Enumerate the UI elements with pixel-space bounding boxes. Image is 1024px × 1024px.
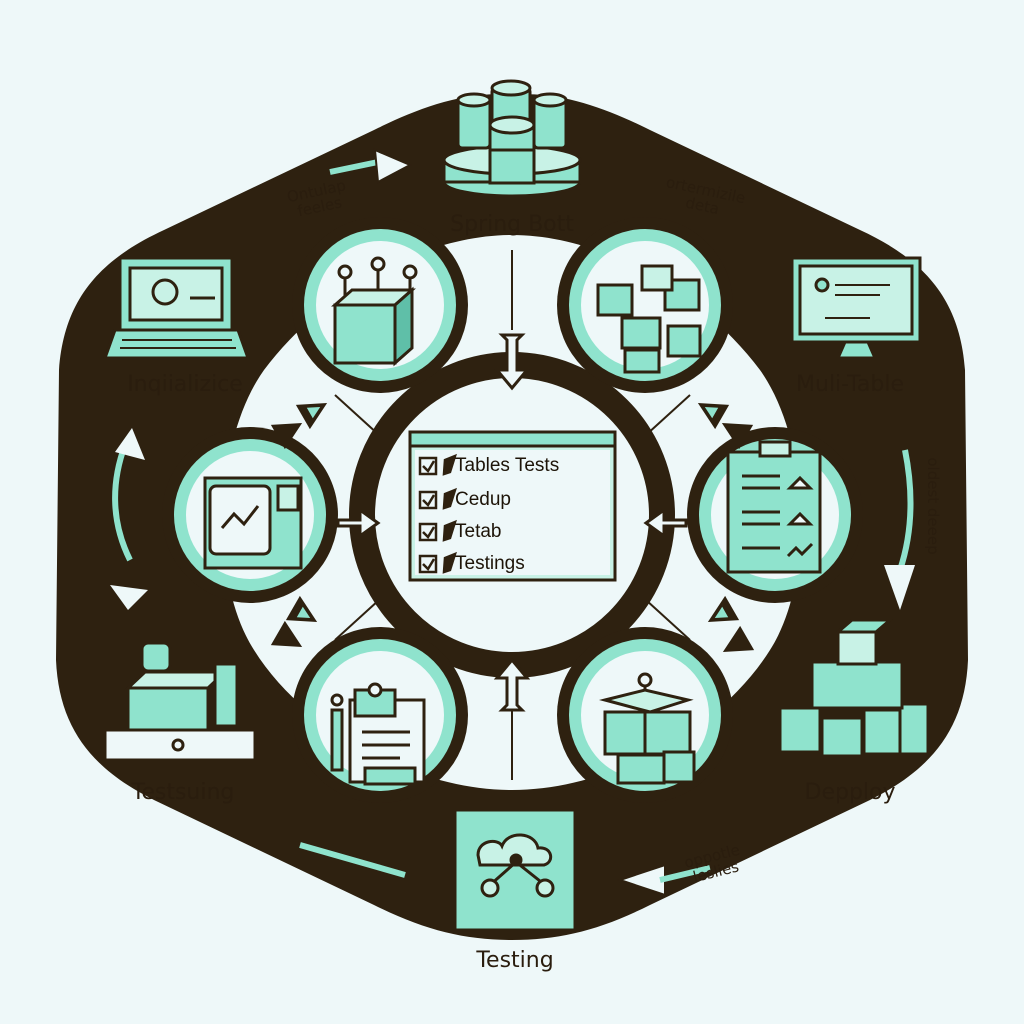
node-label-spring-bott: Spring Bott <box>450 212 574 237</box>
node-label-testing: Testing <box>476 948 554 973</box>
clipboard-checklist-icon <box>726 440 822 574</box>
monitor-icon <box>790 256 922 360</box>
node-label-muli-table: Muli-Table <box>796 372 904 397</box>
cloud-network-icon <box>453 808 577 932</box>
checklist-item: Cedup <box>455 489 511 510</box>
open-box-icon <box>599 672 696 785</box>
node-label-testsuing: Testsuing <box>131 780 235 805</box>
checklist-boxes <box>418 453 457 574</box>
checklist-item: Tables Tests <box>455 455 560 476</box>
chart-window-icon <box>203 476 303 570</box>
checklist-item: Tetab <box>455 521 502 542</box>
node-label-depploy: Depploy <box>804 780 896 805</box>
connected-cubes-icon <box>596 264 702 374</box>
lab-workbench-icon <box>103 641 257 762</box>
database-icon <box>442 79 582 198</box>
chevron-arrows <box>270 403 755 652</box>
stacked-boxes-icon <box>778 618 930 758</box>
cube-nodes-icon <box>331 256 418 367</box>
cycle-arrows <box>110 148 915 897</box>
note-right-vertical: oldest deeep <box>924 457 942 555</box>
laptop-icon <box>102 256 251 360</box>
clipboard-tablet-icon <box>330 682 426 786</box>
center-arrows <box>336 333 688 712</box>
node-label-inqiializice: Inqiializice <box>127 372 243 397</box>
checklist-item: Testings <box>455 553 525 574</box>
